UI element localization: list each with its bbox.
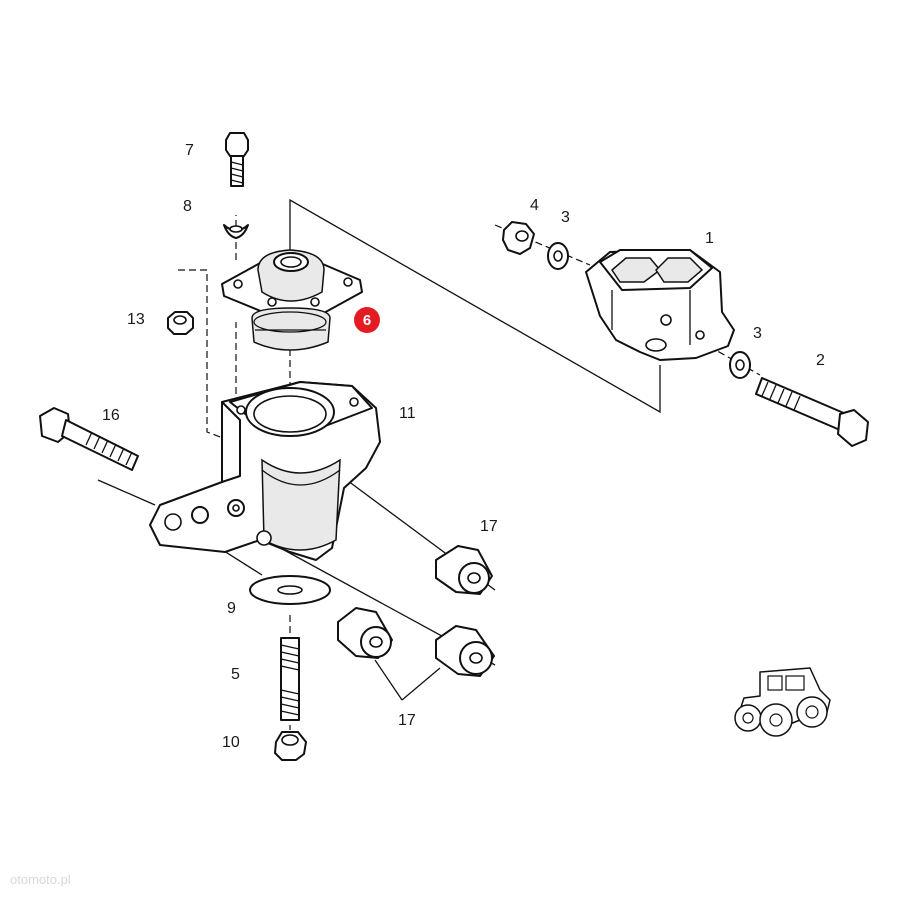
- highlight-badge-circle: [354, 307, 380, 333]
- bracket-part-11: [149, 381, 381, 561]
- nut-part-13: [167, 311, 194, 335]
- callout-3-lower: 3: [753, 325, 762, 342]
- bolt-part-16: [39, 407, 139, 471]
- bolt-part-7: [225, 132, 249, 187]
- bushing-part-17-upper: [435, 545, 493, 595]
- callout-6: 6: [363, 312, 371, 329]
- bracket-part-1: [585, 249, 735, 361]
- callout-4: 4: [530, 197, 539, 214]
- washer-part-3-lower: [729, 351, 751, 379]
- callout-13: 13: [127, 311, 145, 328]
- nut-part-4: [502, 221, 535, 255]
- callout-labels: 1 2 3 3 4 5 7 8 9 10 11 13 16 17 17: [102, 142, 825, 751]
- callout-5: 5: [231, 666, 240, 683]
- rubber-mount-part-6: [221, 249, 363, 351]
- bushing-part-17-lower-right: [435, 625, 495, 677]
- watermark: otomoto.pl: [10, 872, 71, 887]
- callout-17-lower: 17: [398, 712, 416, 729]
- washer-part-9: [249, 575, 331, 605]
- callout-1: 1: [705, 230, 714, 247]
- callout-9: 9: [227, 600, 236, 617]
- tractor-icon: [734, 667, 831, 737]
- nut-part-10: [274, 731, 307, 761]
- bolt-part-2: [755, 377, 869, 447]
- callout-16: 16: [102, 407, 120, 424]
- bushing-part-17-lower-left: [337, 607, 393, 659]
- callout-7: 7: [185, 142, 194, 159]
- washer-part-3-upper: [547, 242, 569, 270]
- washer-part-8: [223, 224, 249, 239]
- stud-part-5: [280, 637, 300, 721]
- callout-8: 8: [183, 198, 192, 215]
- callout-17-upper: 17: [480, 518, 498, 535]
- callout-11: 11: [399, 405, 416, 422]
- highlight-badge-part-6: 6: [354, 307, 380, 333]
- callout-2: 2: [816, 352, 825, 369]
- callout-3-upper: 3: [561, 209, 570, 226]
- callout-10: 10: [222, 734, 240, 751]
